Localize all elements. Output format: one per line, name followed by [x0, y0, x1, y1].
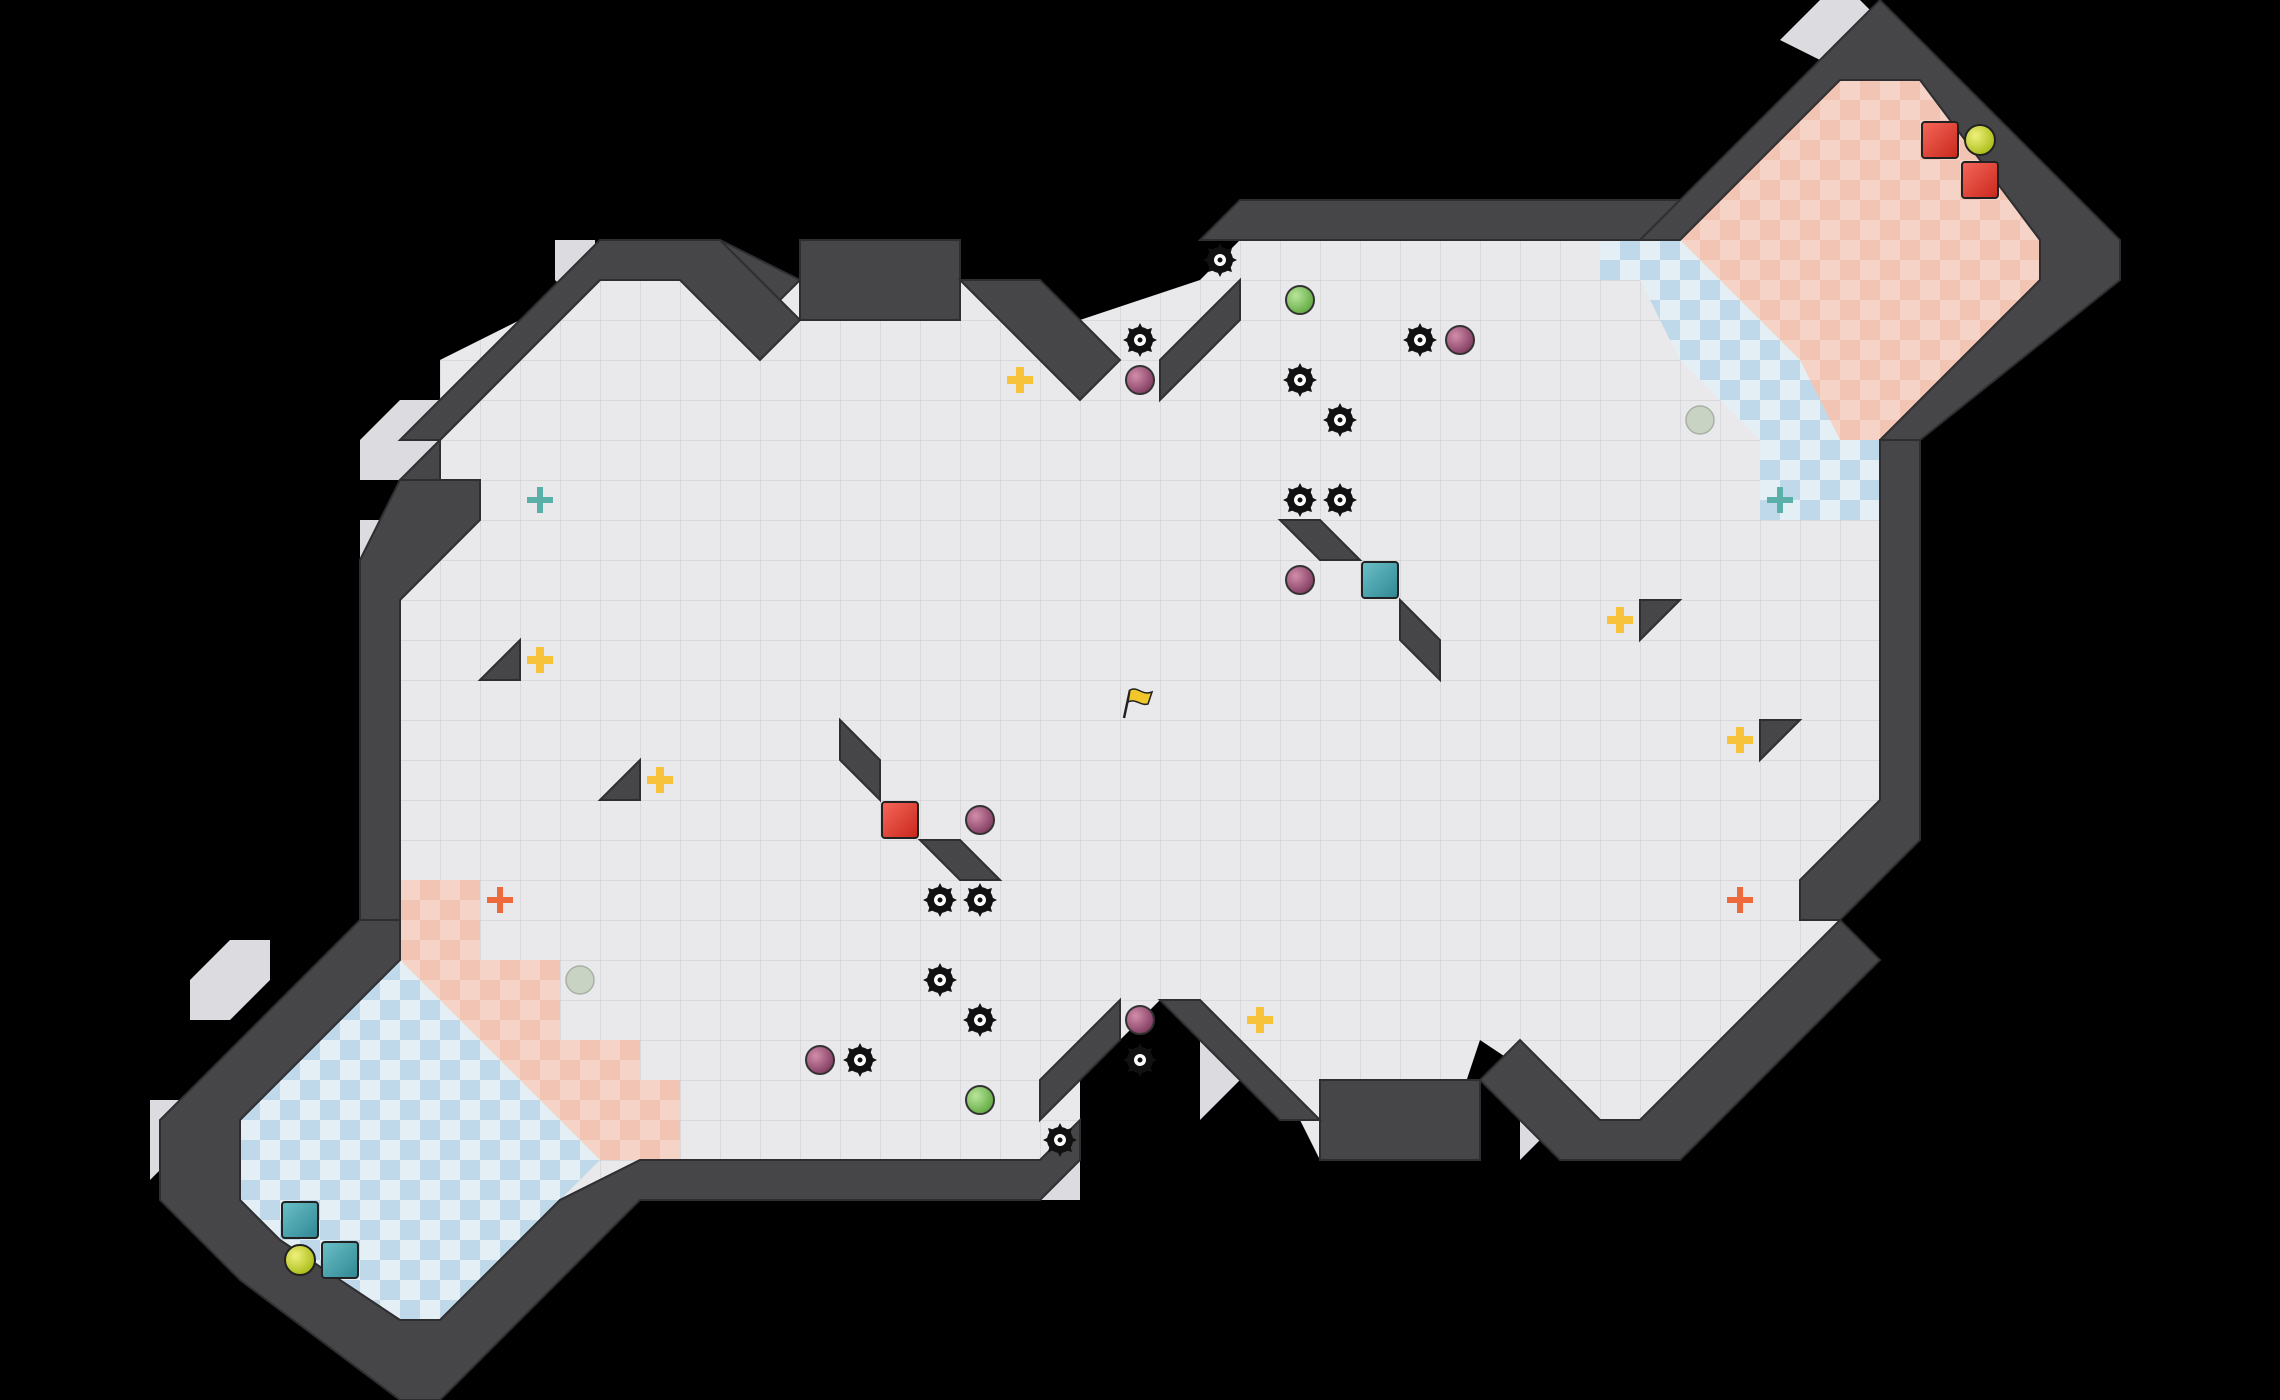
plus-arrow-icon	[1767, 487, 1793, 513]
saw-blade-icon	[923, 963, 957, 997]
ghost-orbs	[565, 405, 1715, 995]
saw-blade-icon	[1123, 1043, 1157, 1077]
flag-icon[interactable]	[1122, 688, 1154, 719]
teal-block-icon	[321, 1241, 359, 1279]
plus-arrow-icon	[1607, 607, 1633, 633]
orb-icon	[284, 1244, 316, 1276]
orb-icon	[1685, 405, 1715, 435]
green-orbs[interactable]	[965, 285, 1315, 1115]
saw-blade-icon	[1043, 1123, 1077, 1157]
red-block-icon	[881, 801, 919, 839]
saw-blade-icon	[1323, 403, 1357, 437]
saw-blade-icon	[843, 1043, 877, 1077]
purple-orbs[interactable]	[805, 325, 1475, 1075]
teal-blocks[interactable]	[281, 561, 1399, 1279]
orb-icon	[805, 1045, 835, 1075]
plus-arrow-icon	[1007, 367, 1033, 393]
teal-plus	[527, 487, 1793, 513]
saw-blade-icon	[1283, 363, 1317, 397]
red-block-icon	[1921, 121, 1959, 159]
plus-arrow-icon	[527, 647, 553, 673]
saw-blade-icon	[1323, 483, 1357, 517]
saw-blade-icon	[1203, 243, 1237, 277]
saw-blade-icon	[963, 1003, 997, 1037]
orb-icon	[1285, 285, 1315, 315]
orb-icon	[1125, 1005, 1155, 1035]
orb-icon	[965, 805, 995, 835]
orb-icon	[1285, 565, 1315, 595]
plus-arrow-icon	[1247, 1007, 1273, 1033]
orb-icon	[1964, 124, 1996, 156]
yellow-plus	[527, 367, 1753, 1033]
plus-arrow-icon	[487, 887, 513, 913]
teal-block-icon	[1361, 561, 1399, 599]
plus-arrow-icon	[647, 767, 673, 793]
plus-arrow-icon	[527, 487, 553, 513]
saw-blade-icon	[923, 883, 957, 917]
orb-icon	[1125, 365, 1155, 395]
orb-icon	[565, 965, 595, 995]
orb-icon	[965, 1085, 995, 1115]
saw-blade-icon	[1283, 483, 1317, 517]
teal-block-icon	[281, 1201, 319, 1239]
plus-arrow-icon	[1727, 727, 1753, 753]
red-block-icon	[1961, 161, 1999, 199]
saw-blade-icon	[963, 883, 997, 917]
plus-arrow-icon	[1727, 887, 1753, 913]
saw-blade-icon	[1123, 323, 1157, 357]
red-blocks[interactable]	[881, 121, 1999, 839]
orb-icon	[1445, 325, 1475, 355]
saw-blade-icon	[1403, 323, 1437, 357]
walls	[159, 0, 2121, 1400]
orange-plus	[487, 887, 1753, 913]
lime-orbs[interactable]	[284, 124, 1996, 1276]
